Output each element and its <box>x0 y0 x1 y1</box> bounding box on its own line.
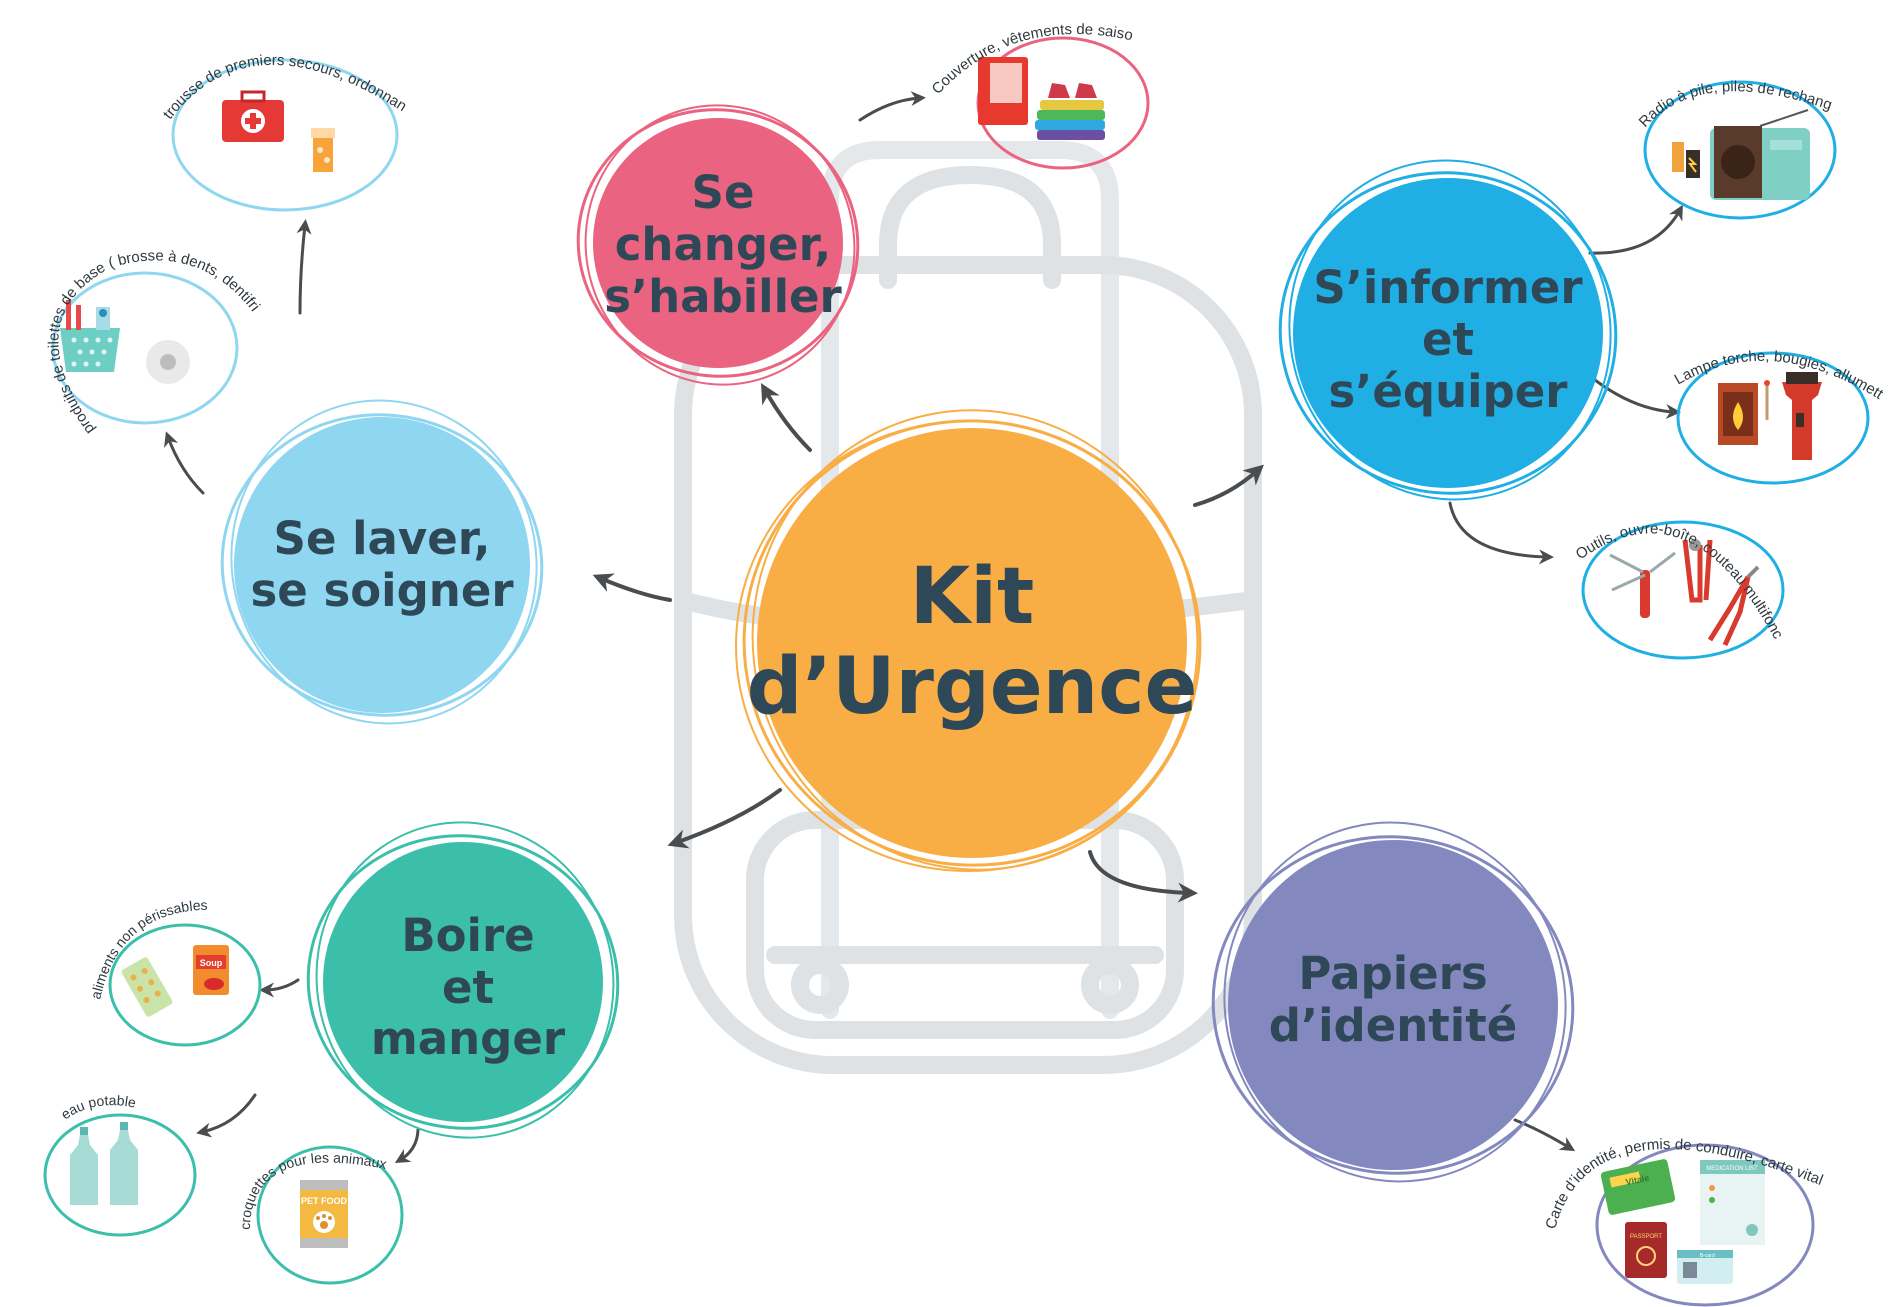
caption-trousse: trousse de premiers secours, ordonnances <box>0 0 410 122</box>
pet-food-label: PET FOOD <box>301 1196 348 1206</box>
node-informer <box>1278 159 1618 501</box>
arrow-to-eau <box>196 1093 257 1138</box>
papiers-label-line-2: d’identité <box>1268 999 1518 1052</box>
center-node <box>735 409 1202 872</box>
caption-couverture: Couverture, vêtements de saison <box>0 0 1134 98</box>
bubble-outils <box>1581 520 1785 660</box>
arrow-to-trousse <box>296 219 312 315</box>
arrow-to-informer <box>1193 464 1264 507</box>
habiller-label-line-1: Se changer, <box>614 166 832 272</box>
bubble-radio <box>1643 80 1837 220</box>
caption-toilette: produits de toilettes de base ( brosse à… <box>0 0 263 437</box>
habiller-label: Se changer,s’habiller <box>578 167 868 322</box>
node-papiers <box>1211 821 1575 1183</box>
informer-label-line-1: S’informer <box>1313 261 1583 315</box>
radio-icon <box>1672 109 1810 200</box>
papiers-label-line-1: Papiers <box>1298 947 1488 1001</box>
toiletries-icon <box>60 300 190 384</box>
center-arrows <box>592 383 1264 903</box>
license-label: B-card <box>1700 1253 1715 1259</box>
manger-label-line-3: manger <box>370 1012 566 1066</box>
pet-food-icon: PET FOOD <box>300 1180 348 1248</box>
node-habiller <box>576 104 860 386</box>
node-laver <box>220 399 544 725</box>
bubble-croquettes <box>256 1145 404 1285</box>
arrow-to-laver <box>592 573 672 602</box>
laver-label-line-2: se soigner <box>250 564 514 617</box>
arrow-to-croquettes <box>394 1128 420 1164</box>
node-manger <box>306 821 620 1139</box>
center-label-line-1: Kit <box>909 552 1035 643</box>
informer-label-line-2: et <box>1421 313 1474 367</box>
first-aid-icon <box>222 90 335 172</box>
soup-label: Soup <box>200 958 223 968</box>
id-documents-icon: Vitale MEDICATION LIST PASSPORT B-card <box>1600 1159 1765 1284</box>
tools-icon <box>1609 539 1760 647</box>
arrow-to-papiers <box>1088 850 1198 903</box>
flashlight-icon <box>1718 372 1822 460</box>
bubble-toilette <box>51 271 239 425</box>
laver-label-line-1: Se laver, <box>273 512 491 566</box>
arrow-to-toilette <box>164 431 205 495</box>
bubble-trousse <box>171 58 399 212</box>
bubble-eau <box>43 1113 197 1237</box>
habiller-label-line-2: s’habiller <box>604 269 842 323</box>
manger-label-line-1: Boire <box>401 908 535 962</box>
arrow-to-carte <box>1513 1118 1576 1152</box>
bubble-lampe <box>1676 351 1870 485</box>
water-bottles-icon <box>70 1122 138 1205</box>
item-bubbles <box>43 36 1870 1307</box>
arrow-to-radio <box>1588 204 1683 255</box>
arrow-to-manger <box>667 788 782 849</box>
passport-label: PASSPORT <box>1630 1234 1662 1240</box>
vitale-label: Vitale <box>1625 1173 1650 1188</box>
arrow-to-outils <box>1448 501 1554 565</box>
clothes-icon <box>978 57 1105 140</box>
food-icon: Soup <box>121 945 229 1017</box>
arrow-to-couverture <box>858 91 926 122</box>
medication-list-label: MEDICATION LIST <box>1706 1166 1758 1172</box>
bubble-aliments <box>108 923 262 1047</box>
informer-label-line-3: s’équiper <box>1328 364 1568 418</box>
arrow-to-aliments <box>259 978 300 998</box>
manger-label-line-2: et <box>441 960 495 1014</box>
arrow-to-habiller <box>761 383 812 452</box>
bubble-carte <box>1595 1143 1815 1307</box>
laver-label: Se laver,se soigner <box>232 500 532 630</box>
center-label-line-2: d’Urgence <box>746 642 1198 732</box>
